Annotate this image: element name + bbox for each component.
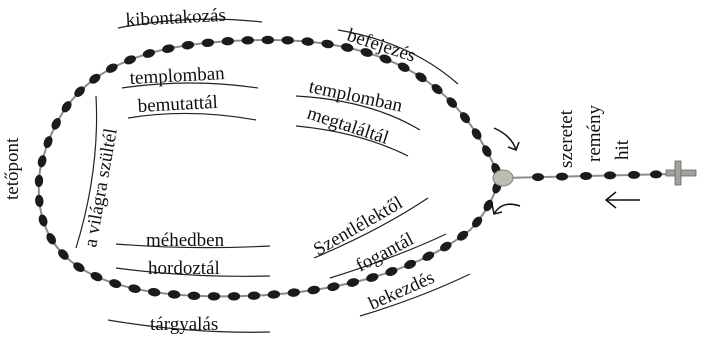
label-vilagra-szultel: a világra szültél xyxy=(80,127,122,249)
rosary-bead xyxy=(221,36,234,46)
rosary-bead xyxy=(61,101,72,113)
rosary-bead xyxy=(90,272,103,282)
rosary-bead xyxy=(431,84,443,95)
rosary-bead xyxy=(142,49,155,58)
rosary-bead xyxy=(301,37,314,46)
arrow-left-icon xyxy=(604,191,640,209)
rosary-bead xyxy=(201,38,215,48)
rosary-bead xyxy=(446,97,458,108)
rosary-bead xyxy=(74,86,85,98)
rosary-bead xyxy=(472,216,483,228)
center-medallion xyxy=(492,169,514,187)
rosary-bead xyxy=(628,170,640,179)
label-curve xyxy=(115,243,271,249)
label-kibontakozas: kibontakozás xyxy=(125,5,226,31)
rosary-bead xyxy=(109,279,122,289)
rosary-bead xyxy=(341,43,354,52)
rosary-bead xyxy=(247,291,261,300)
rosary-bead xyxy=(181,40,195,50)
rosary-loop-beads xyxy=(34,35,502,301)
label-curve xyxy=(337,29,459,85)
rosary-bead xyxy=(327,282,340,291)
rosary-bead xyxy=(105,63,118,73)
rosary-bead xyxy=(227,292,241,301)
rosary-bead xyxy=(321,39,334,49)
rosary-bead xyxy=(124,55,136,65)
rosary-bead xyxy=(459,112,471,124)
rosary-bead xyxy=(37,155,47,168)
label-targyalas: tárgyalás xyxy=(150,314,218,335)
rosary-bead xyxy=(415,72,427,83)
rosary-bead xyxy=(267,290,281,299)
label-remeny: remény xyxy=(584,105,605,162)
label-curve xyxy=(313,197,429,259)
rosary-bead xyxy=(422,251,435,261)
rosary-bead xyxy=(650,170,662,179)
label-curve xyxy=(295,125,409,157)
rosary-bead xyxy=(58,249,69,260)
rosary-bead xyxy=(46,232,57,245)
label-mehedben: méhedben xyxy=(146,230,225,251)
rosary-bead xyxy=(482,145,492,157)
rosary-bead xyxy=(38,214,48,227)
label-curve xyxy=(359,273,471,317)
rosary-bead xyxy=(360,48,373,57)
rosary-bead xyxy=(34,174,44,188)
rosary-bead xyxy=(532,173,544,182)
label-curve xyxy=(127,112,257,121)
label-curve xyxy=(115,267,271,277)
label-bemutattal: bemutattál xyxy=(137,92,218,117)
rosary-bead xyxy=(556,172,568,181)
rosary-bead xyxy=(366,273,379,282)
label-hordoztal: hordoztál xyxy=(148,258,220,279)
rosary-bead xyxy=(261,35,274,45)
rosary-bead xyxy=(307,285,320,295)
rosary-bead xyxy=(89,73,101,84)
rosary-bead xyxy=(580,172,592,180)
curved-arrow-icon xyxy=(491,203,521,215)
label-curve xyxy=(121,82,259,89)
label-curve xyxy=(75,95,98,249)
rosary-bead xyxy=(287,288,300,297)
label-templomban-1: templomban xyxy=(129,63,225,89)
rosary-bead xyxy=(346,278,360,287)
rosary-bead xyxy=(148,287,161,297)
cross-icon xyxy=(665,160,697,186)
curved-arrow-icon xyxy=(493,127,520,151)
rosary-bead xyxy=(457,230,469,241)
rosary-tail-beads xyxy=(532,170,662,182)
rosary-bead xyxy=(281,36,294,45)
label-tetopont: tetőpont xyxy=(2,137,23,200)
rosary-bead xyxy=(604,171,616,180)
rosary-bead xyxy=(404,259,417,269)
rosary-bead xyxy=(207,292,221,301)
label-hit: hit xyxy=(612,139,633,160)
rosary-bead xyxy=(241,36,254,45)
rosary-bead xyxy=(167,290,181,299)
rosary-bead xyxy=(187,291,201,301)
rosary-bead xyxy=(162,44,175,54)
rosary-bead xyxy=(471,128,482,140)
label-szeretet: szeretet xyxy=(556,109,577,168)
rosary-bead xyxy=(128,284,141,294)
rosary-bead xyxy=(379,54,392,64)
rosary-bead xyxy=(73,262,85,272)
label-curve xyxy=(117,18,263,29)
rosary-bead xyxy=(43,136,53,149)
rosary-bead xyxy=(385,267,398,276)
label-curve xyxy=(295,95,421,131)
rosary-bead xyxy=(483,199,494,212)
rosary-bead xyxy=(440,241,452,252)
rosary-bead xyxy=(51,118,61,130)
label-curve xyxy=(329,233,447,279)
label-curve xyxy=(107,319,271,333)
rosary-bead xyxy=(35,194,44,208)
rosary-bead xyxy=(397,62,410,72)
